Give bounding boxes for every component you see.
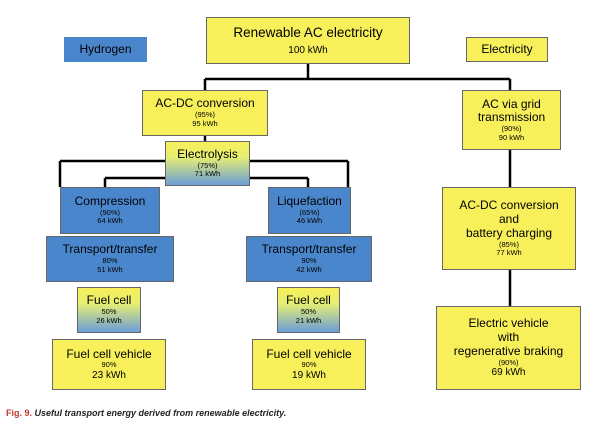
- box-title: Transport/transfer: [62, 242, 158, 257]
- box-title-line: AC via grid: [482, 96, 541, 111]
- box-pct: (90%): [99, 207, 120, 217]
- transport-transfer-right-box: Transport/transfer 90% 42 kWh: [246, 236, 372, 282]
- ac-via-grid-box: AC via grid transmission (90%) 90 kWh: [462, 90, 561, 150]
- liquefaction-box: Liquefaction (65%) 46 kWh: [268, 187, 351, 234]
- battery-charging-box: AC-DC conversion and battery charging (8…: [442, 187, 576, 270]
- transport-transfer-left-box: Transport/transfer 80% 51 kWh: [46, 236, 174, 282]
- electricity-label: Electricity: [466, 37, 548, 62]
- box-pct: (95%): [194, 110, 215, 120]
- box-title: AC-DC conversion: [155, 96, 255, 111]
- box-value: 69 kWh: [491, 367, 526, 379]
- box-pct: (65%): [299, 207, 320, 217]
- fuel-cell-vehicle-left-box: Fuel cell vehicle 90% 23 kWh: [52, 339, 166, 390]
- box-pct: 90%: [301, 256, 317, 266]
- box-title-line: battery charging: [465, 225, 553, 240]
- box-title-line: regenerative braking: [453, 343, 564, 358]
- box-value: 21 kWh: [295, 315, 322, 325]
- box-title-line: with: [497, 330, 520, 345]
- fuel-cell-vehicle-right-box: Fuel cell vehicle 90% 19 kWh: [252, 339, 366, 390]
- box-value: 23 kWh: [92, 369, 126, 381]
- figure-caption: Fig. 9. Useful transport energy derived …: [6, 408, 286, 418]
- box-title: Renewable AC electricity: [233, 24, 383, 40]
- electrolysis-box: Electrolysis (75%) 71 kWh: [165, 141, 250, 186]
- electric-vehicle-box: Electric vehicle with regenerative braki…: [436, 306, 581, 390]
- compression-box: Compression (90%) 64 kWh: [60, 187, 160, 234]
- box-pct: (90%): [501, 124, 522, 134]
- box-title-line: AC-DC conversion: [459, 198, 559, 213]
- box-pct: (75%): [197, 160, 218, 170]
- box-pct: 50%: [300, 307, 316, 317]
- box-value: 46 kWh: [296, 216, 323, 226]
- box-title: Fuel cell: [86, 293, 132, 308]
- box-value: 19 kWh: [292, 369, 326, 381]
- box-value: 100 kWh: [288, 44, 328, 56]
- box-pct: 50%: [101, 307, 117, 317]
- box-value: 26 kWh: [96, 315, 122, 325]
- box-value: 51 kWh: [97, 264, 123, 274]
- hydrogen-label-text: Hydrogen: [79, 41, 132, 56]
- box-pct: (85%): [498, 239, 519, 249]
- box-value: 64 kWh: [97, 216, 123, 226]
- fuel-cell-left-box: Fuel cell 50% 26 kWh: [77, 287, 141, 333]
- caption-label: Fig. 9.: [6, 408, 33, 418]
- box-title-line: Electric vehicle: [468, 316, 549, 331]
- box-value: 71 kWh: [194, 169, 221, 179]
- box-title: Fuel cell vehicle: [66, 346, 152, 361]
- box-pct: 90%: [301, 360, 317, 370]
- box-title-line: transmission: [477, 110, 546, 125]
- box-title: Transport/transfer: [261, 242, 357, 257]
- box-title: Compression: [74, 193, 146, 208]
- hydrogen-label: Hydrogen: [64, 37, 147, 62]
- box-value: 42 kWh: [296, 264, 322, 274]
- box-title-line: and: [498, 211, 520, 226]
- caption-text: Useful transport energy derived from ren…: [34, 408, 287, 418]
- electricity-label-text: Electricity: [481, 41, 533, 56]
- box-pct: (90%): [498, 357, 519, 367]
- box-pct: 90%: [101, 360, 117, 370]
- box-title: Electrolysis: [177, 146, 238, 161]
- box-value: 95 kWh: [192, 118, 218, 128]
- box-value: 77 kWh: [496, 248, 522, 258]
- box-title: Fuel cell: [286, 293, 331, 308]
- acdc-conversion-box: AC-DC conversion (95%) 95 kWh: [142, 90, 268, 136]
- box-title: Liquefaction: [277, 193, 342, 208]
- fuel-cell-right-box: Fuel cell 50% 21 kWh: [277, 287, 340, 333]
- box-title: Fuel cell vehicle: [266, 346, 352, 361]
- renewable-ac-electricity-box: Renewable AC electricity 100 kWh: [206, 17, 410, 64]
- box-value: 90 kWh: [498, 132, 525, 142]
- box-pct: 80%: [102, 256, 118, 266]
